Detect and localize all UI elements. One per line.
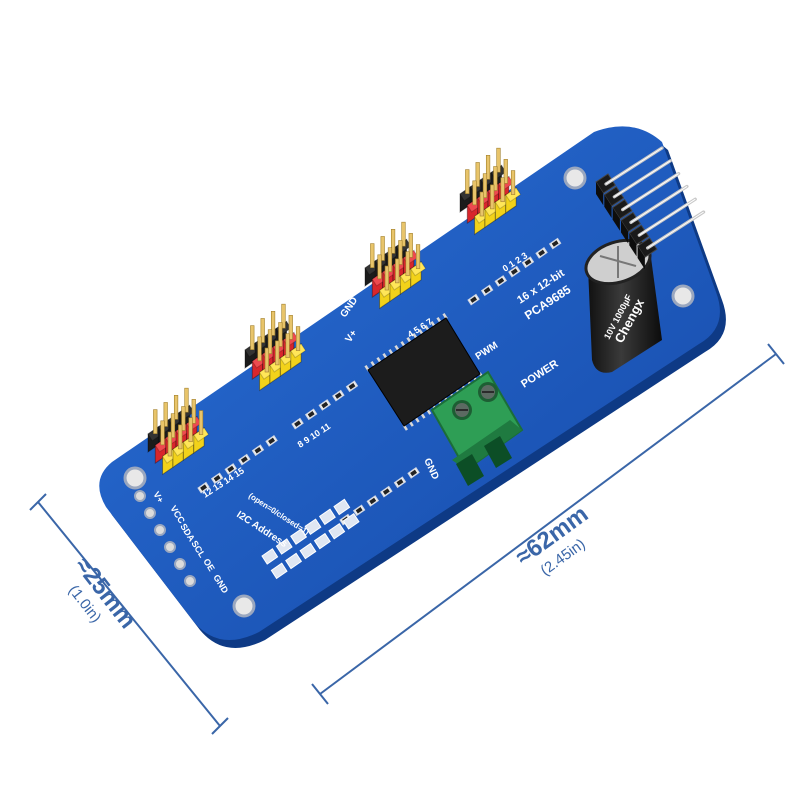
- smd-resistor: [494, 275, 508, 287]
- smd-resistor: [332, 389, 345, 402]
- address-jumper-pad: [342, 513, 360, 530]
- smd-resistor: [210, 472, 224, 485]
- address-jumper-pad: [261, 548, 279, 565]
- smd-resistor: [251, 444, 265, 457]
- servo-header-group-3: [459, 147, 522, 236]
- screw-terminal: [430, 370, 524, 486]
- smd-resistor: [238, 453, 251, 466]
- address-jumper-pad: [304, 518, 322, 536]
- smd-resistor: [380, 485, 393, 498]
- smd-resistor: [548, 237, 562, 250]
- address-jumper-pad: [328, 522, 346, 540]
- right-header-pin: [620, 184, 689, 244]
- address-jumpers: [261, 498, 360, 580]
- mounting-holes: [123, 166, 695, 618]
- smd-resistor: [197, 481, 210, 494]
- smd-resistor: [535, 247, 548, 259]
- address-jumper-pad: [313, 532, 331, 550]
- servo-header-group-1: [244, 303, 307, 392]
- servo-header-group-0: [147, 387, 210, 476]
- address-jumper-pad: [290, 528, 308, 545]
- right-header-pin: [628, 197, 697, 257]
- address-jumper-pad: [275, 538, 293, 555]
- right-header-pin: [603, 159, 672, 218]
- right-angle-header: [595, 146, 706, 270]
- smd-resistor: [265, 435, 278, 447]
- servo-header-group-2: [364, 221, 427, 310]
- address-jumper-pad: [299, 542, 317, 560]
- smd-resistor: [393, 476, 407, 489]
- left-header-pads: [134, 490, 196, 587]
- smd-resistors: [197, 237, 562, 526]
- smd-resistor: [345, 380, 359, 393]
- servo-headers: [147, 147, 522, 476]
- smd-resistor: [224, 463, 238, 475]
- address-jumper-pad: [318, 508, 336, 526]
- smd-resistor: [521, 256, 535, 269]
- smd-resistor: [291, 417, 304, 430]
- address-jumper-pad: [333, 498, 351, 516]
- smd-resistor: [366, 495, 380, 507]
- right-header-pin: [595, 146, 664, 206]
- address-jumper-pad: [285, 552, 303, 570]
- smd-resistor: [407, 467, 420, 479]
- smd-resistor: [352, 504, 366, 517]
- smd-resistor: [480, 284, 494, 297]
- smd-resistor: [467, 293, 480, 306]
- right-header-pin: [636, 210, 706, 270]
- smd-resistor: [318, 399, 332, 411]
- smd-resistor: [508, 265, 521, 278]
- address-jumper-pad: [270, 562, 288, 580]
- smd-resistor: [304, 408, 318, 421]
- right-header-pin: [611, 172, 681, 231]
